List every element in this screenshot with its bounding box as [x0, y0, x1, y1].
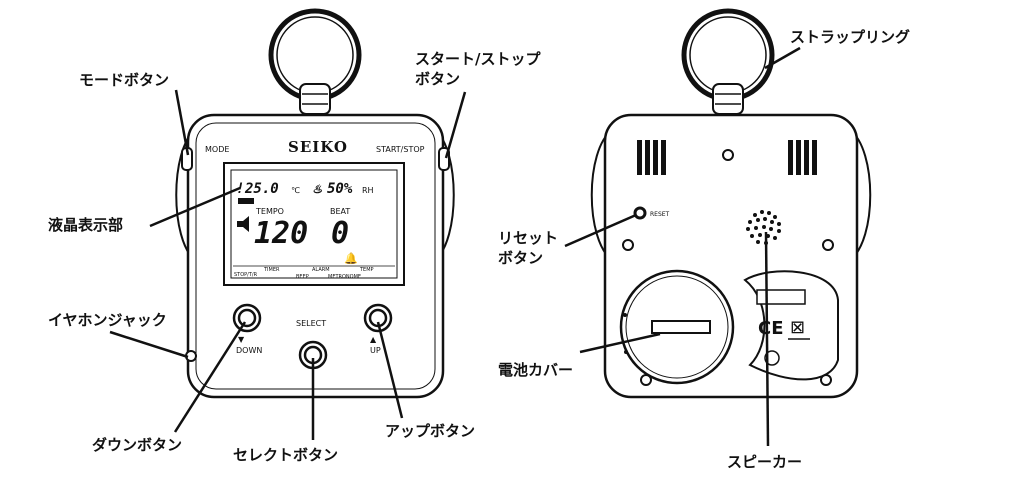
rating-label-plate: CE ⊠	[743, 270, 839, 381]
lcd-tempo-value: 120	[254, 216, 308, 251]
up-label: UP	[370, 346, 381, 355]
lcd-metronome-icon	[238, 198, 254, 204]
down-button[interactable]	[232, 303, 262, 333]
select-label: SELECT	[296, 319, 326, 328]
lcd-mode-label: ALARM	[312, 267, 330, 273]
lcd-mode-label: STOP/T/R	[234, 272, 258, 278]
certification-mark-icon	[764, 350, 780, 366]
callout-select-button: セレクトボタン	[233, 446, 338, 464]
callout-earphone-jack: イヤホンジャック	[48, 311, 167, 329]
front-callouts: モードボタン スタート/ストップ ボタン 液晶表示部 イヤホンジャック ダウンボ…	[48, 50, 541, 464]
lcd-temperature: 25.0	[244, 181, 279, 197]
back-callouts: ストラップリング リセット ボタン 電池カバー スピーカー	[498, 28, 910, 471]
back-view: RESET CE	[590, 8, 872, 399]
lcd-humidity-unit: RH	[362, 186, 374, 195]
callout-strap-ring: ストラップリング	[790, 28, 910, 46]
reset-label: RESET	[650, 211, 670, 218]
lcd-humidity: 50%	[327, 181, 353, 197]
lcd-bell-icon: 🔔	[344, 252, 358, 265]
lcd-beat-label: BEAT	[330, 207, 350, 216]
lcd-mode-label: BEEP	[296, 274, 309, 280]
lcd-speaker-icon	[237, 216, 249, 232]
battery-cover[interactable]	[619, 269, 735, 385]
up-button[interactable]	[363, 303, 393, 333]
callout-reset-button: リセット	[498, 229, 558, 247]
back-vent-left	[637, 140, 666, 175]
callout-speaker: スピーカー	[727, 453, 802, 471]
ce-mark-icon: CE	[758, 318, 784, 339]
lcd-display: ! 25.0 ℃ ♨ 50% RH TEMPO BEAT 120 0 🔔 STO…	[223, 162, 405, 286]
lcd-tempo-label: TEMPO	[255, 207, 284, 216]
callout-battery-cover: 電池カバー	[498, 361, 573, 379]
screw-icon	[722, 149, 734, 161]
mode-label: MODE	[205, 145, 229, 154]
down-label: DOWN	[236, 346, 262, 355]
lcd-beat-value: 0	[331, 216, 349, 251]
callout-lcd-display: 液晶表示部	[48, 216, 123, 234]
down-arrow-icon: ▼	[238, 335, 245, 344]
lcd-mode-label: TIMER	[263, 267, 280, 273]
front-ring-connector	[299, 83, 331, 115]
back-vent-right	[788, 140, 817, 175]
callout-mode-button: モードボタン	[79, 71, 169, 89]
select-button[interactable]	[298, 340, 328, 370]
lcd-temperature-unit: ℃	[291, 186, 300, 195]
up-arrow-icon: ▲	[370, 335, 377, 344]
callout-start-stop-button: ボタン	[415, 70, 460, 88]
lcd-mode-label: METRONOME	[328, 274, 361, 280]
speaker-grille	[746, 210, 781, 245]
screw-icon	[822, 239, 834, 251]
weee-bin-icon: ⊠	[790, 317, 805, 338]
start-stop-label: START/STOP	[376, 145, 425, 154]
front-view: MODE SEIKO START/STOP ! 25.0 ℃ ♨ 50% RH …	[175, 8, 455, 399]
reset-button[interactable]	[633, 206, 647, 220]
callout-up-button: アップボタン	[385, 422, 475, 440]
callout-start-stop-button: スタート/ストップ	[415, 50, 541, 68]
lcd-humidity-icon: ♨	[313, 181, 323, 197]
lcd-mode-label: TEMP	[359, 267, 374, 273]
screw-icon	[622, 239, 634, 251]
brand-logo: SEIKO	[288, 138, 348, 156]
callout-down-button: ダウンボタン	[92, 436, 182, 454]
callout-reset-button: ボタン	[498, 249, 543, 267]
